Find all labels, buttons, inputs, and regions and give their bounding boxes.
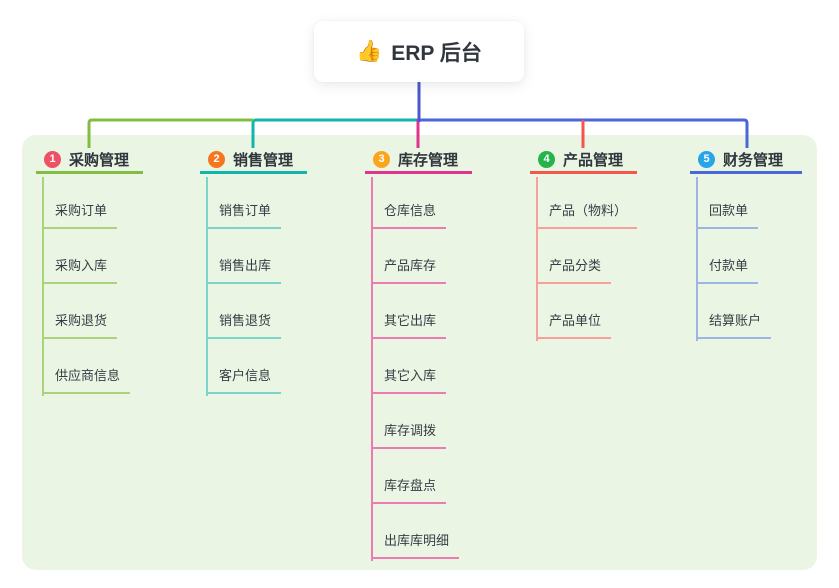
branch-node-finance[interactable]: 5 财务管理 [690, 147, 802, 174]
branch-label: 财务管理 [723, 151, 784, 169]
child-node[interactable]: 付款单 [696, 258, 759, 284]
branch-node-sales[interactable]: 2 销售管理 [200, 147, 308, 174]
child-node[interactable]: 销售出库 [206, 258, 282, 284]
number-badge-icon: 1 [44, 150, 61, 168]
number-badge-icon: 2 [208, 150, 225, 168]
child-node[interactable]: 采购订单 [42, 203, 118, 229]
root-node-label: ERP 后台 [391, 41, 482, 65]
branch-label: 销售管理 [233, 151, 294, 169]
child-node[interactable]: 销售退货 [206, 313, 282, 339]
child-node[interactable]: 采购入库 [42, 258, 118, 284]
branch-node-product[interactable]: 4 产品管理 [530, 147, 638, 174]
thumbs-up-icon: 👍 [356, 40, 383, 63]
branch-node-inventory[interactable]: 3 库存管理 [365, 147, 473, 174]
child-spine-line [696, 177, 698, 341]
mindmap-background-panel [22, 135, 817, 570]
branch-label: 库存管理 [398, 151, 459, 169]
child-node[interactable]: 销售订单 [206, 203, 282, 229]
number-badge-icon: 3 [373, 150, 390, 168]
child-node[interactable]: 其它出库 [371, 313, 447, 339]
child-node[interactable]: 产品（物料） [536, 203, 638, 229]
child-node[interactable]: 产品分类 [536, 258, 612, 284]
root-node[interactable]: 👍 ERP 后台 [314, 21, 524, 82]
child-node[interactable]: 采购退货 [42, 313, 118, 339]
child-spine-line [371, 177, 373, 561]
child-spine-line [206, 177, 208, 396]
child-node[interactable]: 其它入库 [371, 368, 447, 394]
child-node[interactable]: 出库库明细 [371, 533, 460, 559]
number-badge-icon: 5 [698, 150, 715, 168]
child-node[interactable]: 库存调拨 [371, 423, 447, 449]
child-node[interactable]: 产品库存 [371, 258, 447, 284]
child-node[interactable]: 供应商信息 [42, 368, 131, 394]
child-spine-line [42, 177, 44, 396]
child-node[interactable]: 客户信息 [206, 368, 282, 394]
child-node[interactable]: 仓库信息 [371, 203, 447, 229]
branch-label: 采购管理 [69, 151, 130, 169]
child-node[interactable]: 库存盘点 [371, 478, 447, 504]
child-node[interactable]: 结算账户 [696, 313, 772, 339]
child-node[interactable]: 产品单位 [536, 313, 612, 339]
branch-node-purchase[interactable]: 1 采购管理 [36, 147, 144, 174]
child-spine-line [536, 177, 538, 341]
child-node[interactable]: 回款单 [696, 203, 759, 229]
number-badge-icon: 4 [538, 150, 555, 168]
branch-label: 产品管理 [563, 151, 624, 169]
